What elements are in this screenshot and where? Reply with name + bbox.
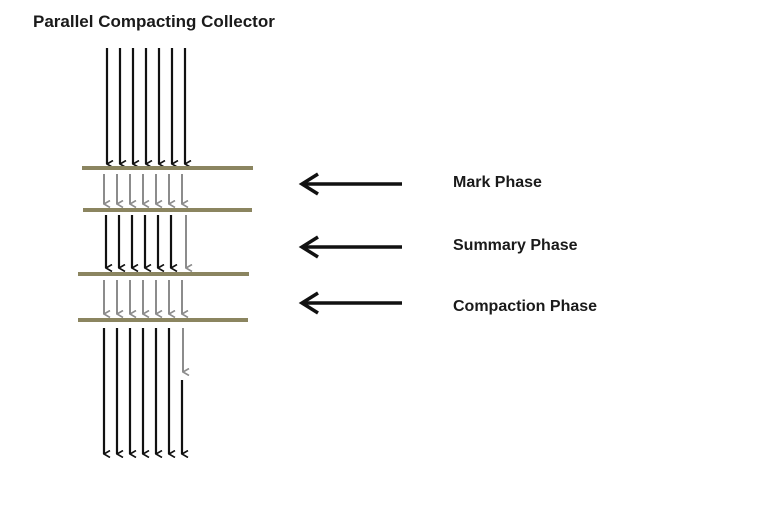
mark-phase-threads xyxy=(103,174,182,204)
summary-phase-label: Summary Phase xyxy=(453,237,578,254)
initial-threads xyxy=(105,48,185,164)
compaction-phase-threads xyxy=(103,280,182,314)
mark-phase-label: Mark Phase xyxy=(453,174,542,191)
pointer-arrow-summary xyxy=(298,235,402,259)
pointer-arrow-compaction xyxy=(298,291,402,315)
resumed-threads xyxy=(102,328,183,454)
pointer-arrow-mark xyxy=(298,172,402,196)
compaction-phase-label: Compaction Phase xyxy=(453,298,598,315)
summary-phase-threads xyxy=(104,215,186,268)
diagram-title: Parallel Compacting Collector xyxy=(33,12,275,31)
